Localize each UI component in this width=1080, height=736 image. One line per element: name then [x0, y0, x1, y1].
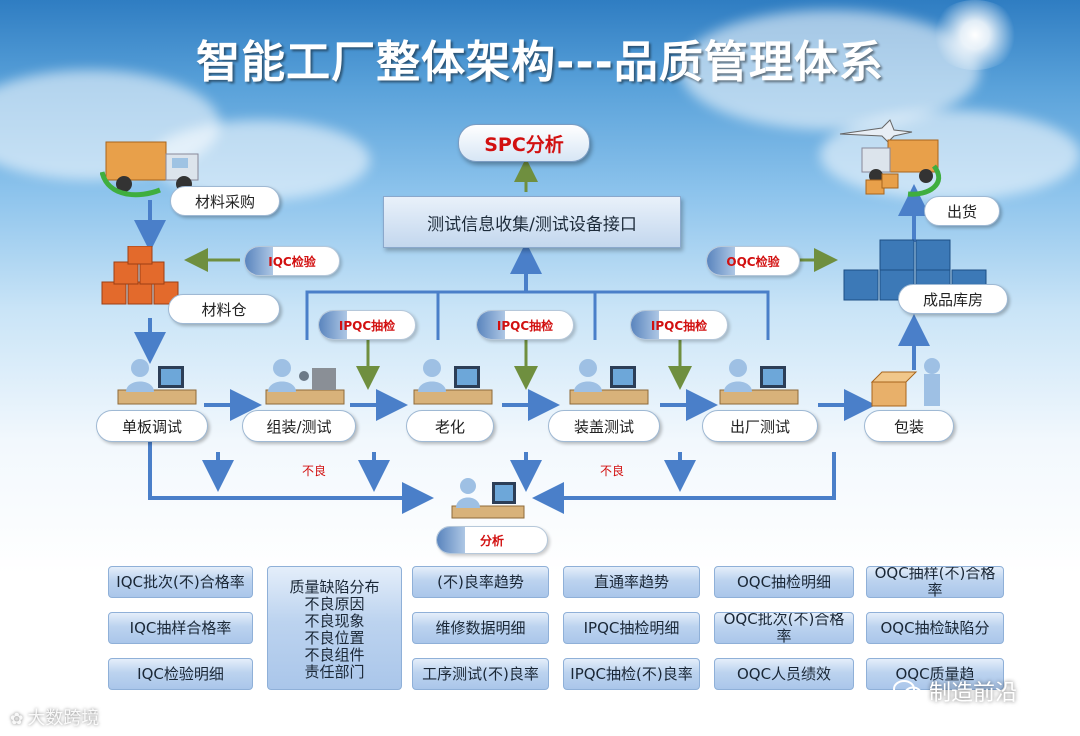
- ipqc-tag-3: IPQC抽检: [630, 310, 728, 340]
- station-packing: 包装: [864, 410, 954, 442]
- material-warehouse-label: 材料仓: [168, 294, 280, 324]
- report-text: (不)良率趋势: [437, 572, 524, 591]
- report-text: OQC抽样(不)合格率: [874, 566, 996, 598]
- iqc-tag: IQC检验: [244, 246, 340, 276]
- report-ipqc-detail: IPQC抽检明细: [563, 612, 700, 644]
- station-board-debug: 单板调试: [96, 410, 208, 442]
- iqc-tag-text: IQC检验: [268, 254, 316, 269]
- report-fpy-trend: 直通率趋势: [563, 566, 700, 598]
- report-oqc-defect-dist: OQC抽检缺陷分: [866, 612, 1004, 644]
- packing-worker-icon: [870, 358, 940, 407]
- watermark-right-text: 制造前沿: [929, 681, 1018, 706]
- report-oqc-performance: OQC人员绩效: [714, 658, 854, 690]
- report-iqc-batch-rate: IQC批次(不)合格率: [108, 566, 253, 598]
- report-text: 不良原因: [304, 595, 365, 613]
- defect-label: 不良: [302, 464, 327, 478]
- ipqc-tag-text: IPQC抽检: [338, 318, 396, 333]
- report-text: 责任部门: [304, 663, 365, 681]
- defect-label: 不良: [600, 464, 625, 478]
- oqc-tag: OQC检验: [706, 246, 800, 276]
- oqc-tag-text: OQC检验: [726, 254, 780, 269]
- report-text: 不良组件: [304, 646, 365, 664]
- report-iqc-detail: IQC检验明细: [108, 658, 253, 690]
- report-text: 工序测试(不)良率: [422, 664, 539, 683]
- ipqc-tag-text: IPQC抽检: [496, 318, 554, 333]
- ipqc-tag-2: IPQC抽检: [476, 310, 574, 340]
- report-process-yield: 工序测试(不)良率: [412, 658, 549, 690]
- aging-worker-icon: [413, 359, 493, 405]
- report-oqc-quality-trend: OQC质量趋: [866, 658, 1004, 690]
- watermark-left-text: 大数跨境: [27, 708, 100, 729]
- report-text: IQC抽样合格率: [129, 618, 232, 637]
- purchase-label: 材料采购: [170, 186, 280, 216]
- ipqc-tag-text: IPQC抽检: [650, 318, 708, 333]
- report-text: IPQC抽检(不)良率: [570, 664, 693, 683]
- report-defect-distribution: 质量缺陷分布 不良原因 不良现象 不良位置 不良组件 责任部门: [267, 566, 402, 690]
- report-text: 不良现象: [304, 612, 365, 630]
- report-text: OQC抽检明细: [736, 572, 832, 591]
- report-iqc-sample-rate: IQC抽样合格率: [108, 612, 253, 644]
- shipping-truck-icon: [839, 119, 942, 197]
- report-ipqc-yield: IPQC抽检(不)良率: [563, 658, 700, 690]
- assembly-worker-icon: [265, 359, 345, 405]
- test-info-collection: 测试信息收集/测试设备接口: [383, 196, 681, 248]
- weibo-icon: ✿: [10, 709, 24, 728]
- ship-label: 出货: [924, 196, 1000, 226]
- report-text: IQC批次(不)合格率: [116, 572, 245, 591]
- analysis-worker-icon: [451, 478, 525, 519]
- watermark-right: 制造前沿: [893, 675, 1063, 707]
- report-text: 质量缺陷分布: [289, 578, 380, 596]
- report-text: 维修数据明细: [435, 618, 526, 637]
- finished-warehouse-label: 成品库房: [898, 284, 1008, 314]
- report-oqc-detail: OQC抽检明细: [714, 566, 854, 598]
- report-repair-detail: 维修数据明细: [412, 612, 549, 644]
- analysis-label: 分析: [436, 526, 548, 554]
- spc-analysis: SPC分析: [458, 124, 590, 162]
- station-aging: 老化: [406, 410, 494, 442]
- report-oqc-batch-rate: OQC批次(不)合格率: [714, 612, 854, 644]
- report-text: OQC人员绩效: [736, 664, 832, 683]
- report-oqc-sample-rate: OQC抽样(不)合格率: [866, 566, 1004, 598]
- cover-test-worker-icon: [569, 359, 649, 405]
- report-text: IQC检验明细: [137, 664, 224, 683]
- station-cover-test: 装盖测试: [548, 410, 660, 442]
- report-yield-trend: (不)良率趋势: [412, 566, 549, 598]
- report-text: IPQC抽检明细: [583, 618, 680, 637]
- report-text: OQC抽检缺陷分: [880, 618, 990, 637]
- worker-icon: [117, 359, 197, 405]
- report-text: OQC质量趋: [895, 664, 975, 683]
- analysis-text: 分析: [479, 533, 504, 548]
- truck-icon: [100, 141, 199, 198]
- report-text: 不良位置: [304, 629, 365, 647]
- station-factory-test: 出厂测试: [702, 410, 818, 442]
- station-assembly-test: 组装/测试: [242, 410, 356, 442]
- wechat-icon: [893, 680, 922, 702]
- ipqc-tag-1: IPQC抽检: [318, 310, 416, 340]
- watermark-left: ✿大数跨境: [10, 704, 99, 730]
- report-text: OQC批次(不)合格率: [723, 612, 845, 644]
- final-test-worker-icon: [719, 359, 799, 405]
- report-text: 直通率趋势: [593, 572, 669, 591]
- page-title: 智能工厂整体架构---品质管理体系: [196, 37, 884, 88]
